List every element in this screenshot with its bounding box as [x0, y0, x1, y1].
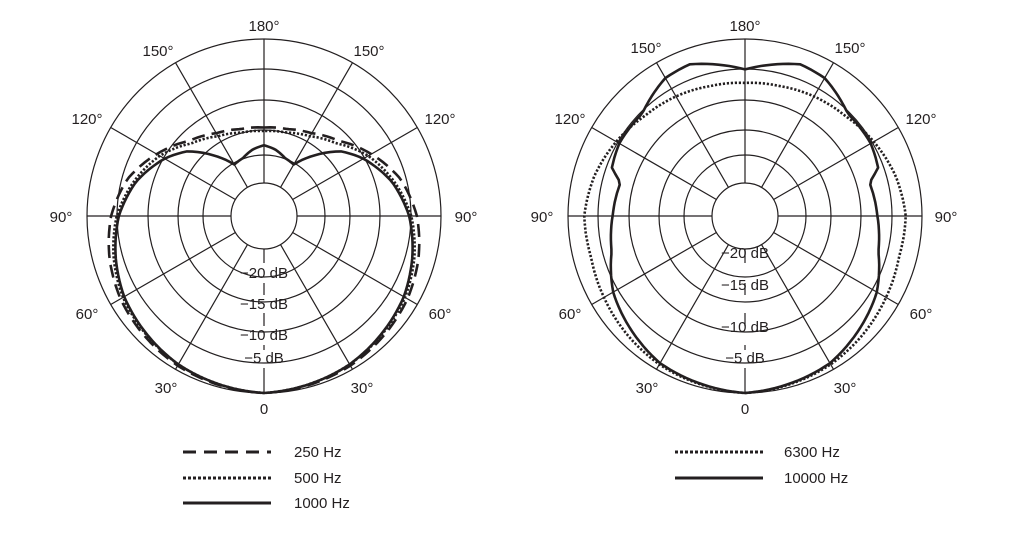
angle-label-30-left: 30°: [636, 380, 659, 397]
angle-label-0: 0: [741, 401, 749, 418]
legend-label-1000-hz: 1000 Hz: [294, 495, 350, 512]
angle-label-90-left: 90°: [531, 209, 554, 226]
polar-plot-right: 180° 150° 150° 120° 120° 90° 90° 60° 60°…: [531, 18, 958, 418]
angle-label-0: 0: [260, 401, 268, 418]
angle-label-150-left: 150°: [142, 43, 173, 60]
angle-label-150-right: 150°: [353, 43, 384, 60]
angle-label-150-left: 150°: [630, 40, 661, 57]
angle-label-150-right: 150°: [834, 40, 865, 57]
angle-label-120-left: 120°: [554, 111, 585, 128]
legend-label-10000-hz: 10000 Hz: [784, 470, 848, 487]
angle-label-180: 180°: [729, 18, 760, 35]
angle-label-120-right: 120°: [905, 111, 936, 128]
polar-curves-left: [107, 126, 421, 395]
angle-label-60-right: 60°: [910, 306, 933, 323]
polar-grid-left: [86, 38, 442, 394]
ring-label-minus-5: −5 dB: [244, 350, 284, 367]
angle-label-90-left: 90°: [50, 209, 73, 226]
ring-label-minus-10: −10 dB: [721, 319, 769, 336]
ring-label-minus-5: −5 dB: [725, 350, 765, 367]
angle-label-180: 180°: [248, 18, 279, 35]
angle-label-60-right: 60°: [429, 306, 452, 323]
angle-label-30-right: 30°: [834, 380, 857, 397]
polar-grid-right: [567, 38, 923, 394]
angle-label-30-right: 30°: [351, 380, 374, 397]
angle-label-120-left: 120°: [71, 111, 102, 128]
angle-label-60-left: 60°: [76, 306, 99, 323]
curve-250-hz: [107, 126, 421, 395]
legend-right: 6300 Hz 10000 Hz: [675, 444, 848, 487]
legend-label-6300-hz: 6300 Hz: [784, 444, 840, 461]
angle-label-30-left: 30°: [155, 380, 178, 397]
angle-label-120-right: 120°: [424, 111, 455, 128]
polar-curves-right: [583, 62, 907, 395]
curve-10000-hz: [609, 62, 881, 395]
angle-label-90-right: 90°: [455, 209, 478, 226]
angle-label-90-right: 90°: [935, 209, 958, 226]
curve-1000-hz: [114, 143, 414, 395]
ring-label-minus-15: −15 dB: [721, 277, 769, 294]
polar-plot-left: 180° 150° 150° 120° 120° 90° 90° 60° 60°…: [50, 18, 478, 418]
legend-label-250-hz: 250 Hz: [294, 444, 342, 461]
legend-left: 250 Hz 500 Hz 1000 Hz: [183, 444, 350, 512]
legend-label-500-hz: 500 Hz: [294, 470, 342, 487]
angle-label-60-left: 60°: [559, 306, 582, 323]
ring-label-minus-15: −15 dB: [240, 296, 288, 313]
ring-label-minus-20: −20 dB: [240, 265, 288, 282]
ring-label-minus-10: −10 dB: [240, 327, 288, 344]
ring-label-minus-20: −20 dB: [721, 245, 769, 262]
